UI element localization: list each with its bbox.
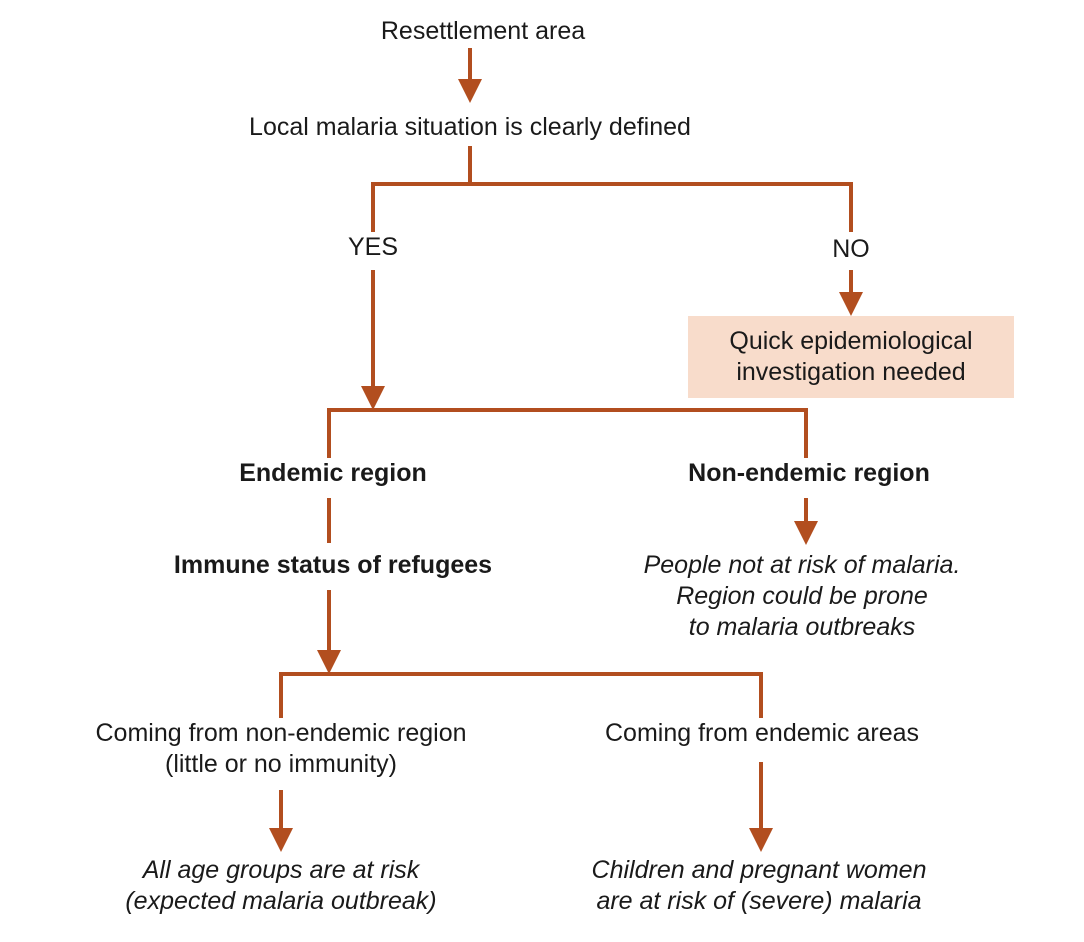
- node-local-situation-text: Local malaria situation is clearly defin…: [249, 113, 691, 141]
- arrow-non-endemic-origin-to-risk-head: [269, 828, 293, 852]
- node-local-situation: Local malaria situation is clearly defin…: [249, 112, 691, 143]
- arrow-no-to-investigation-head: [839, 292, 863, 316]
- node-yes: YES: [348, 232, 398, 263]
- node-endemic-region: Endemic region: [239, 458, 427, 489]
- node-immune-status: Immune status of refugees: [174, 550, 492, 581]
- node-children-pregnant-line-2: are at risk of (severe) malaria: [596, 887, 922, 915]
- arrow-immune-to-origin-split-head: [317, 650, 341, 674]
- branch-origin: [279, 672, 763, 718]
- node-not-at-risk-line-1: People not at risk of malaria.: [643, 551, 961, 579]
- node-from-non-endemic-line-1: Coming from non-endemic region: [95, 719, 467, 747]
- node-children-pregnant: Children and pregnant women are at risk …: [592, 855, 927, 917]
- node-quick-investigation: Quick epidemiological investigation need…: [688, 316, 1014, 398]
- node-from-non-endemic: Coming from non-endemic region (little o…: [95, 718, 466, 780]
- node-children-pregnant-line-1: Children and pregnant women: [591, 856, 927, 884]
- node-not-at-risk-line-3: to malaria outbreaks: [688, 613, 916, 641]
- branch-endemic-nonendemic: [327, 408, 808, 458]
- node-resettlement-area: Resettlement area: [381, 16, 585, 47]
- node-all-age-groups-line-2: (expected malaria outbreak): [125, 887, 437, 915]
- node-quick-investigation-line-1: Quick epidemiological: [729, 327, 973, 355]
- node-from-endemic-text: Coming from endemic areas: [604, 719, 920, 747]
- node-from-endemic: Coming from endemic areas: [605, 718, 919, 749]
- node-endemic-region-text: Endemic region: [239, 459, 427, 487]
- node-non-endemic-region: Non-endemic region: [688, 458, 930, 489]
- node-quick-investigation-line-2: investigation needed: [736, 358, 966, 386]
- node-all-age-groups: All age groups are at risk (expected mal…: [125, 855, 436, 917]
- node-not-at-risk-line-2: Region could be prone: [676, 582, 928, 610]
- arrow-resettlement-to-local-head: [458, 79, 482, 103]
- node-from-non-endemic-line-2: (little or no immunity): [164, 750, 397, 778]
- node-non-endemic-region-text: Non-endemic region: [688, 459, 930, 487]
- node-no: NO: [832, 234, 870, 265]
- arrow-endemic-origin-to-risk-head: [749, 828, 773, 852]
- node-no-text: NO: [832, 235, 870, 263]
- node-resettlement-area-text: Resettlement area: [380, 17, 586, 45]
- branch-yes-no: [371, 182, 853, 232]
- node-immune-status-text: Immune status of refugees: [173, 551, 493, 579]
- node-all-age-groups-line-1: All age groups are at risk: [142, 856, 420, 884]
- node-yes-text: YES: [347, 233, 399, 261]
- arrow-nonendemic-to-not-at-risk-head: [794, 521, 818, 545]
- node-not-at-risk: People not at risk of malaria. Region co…: [644, 550, 961, 643]
- arrow-yes-to-region-split-head: [361, 386, 385, 410]
